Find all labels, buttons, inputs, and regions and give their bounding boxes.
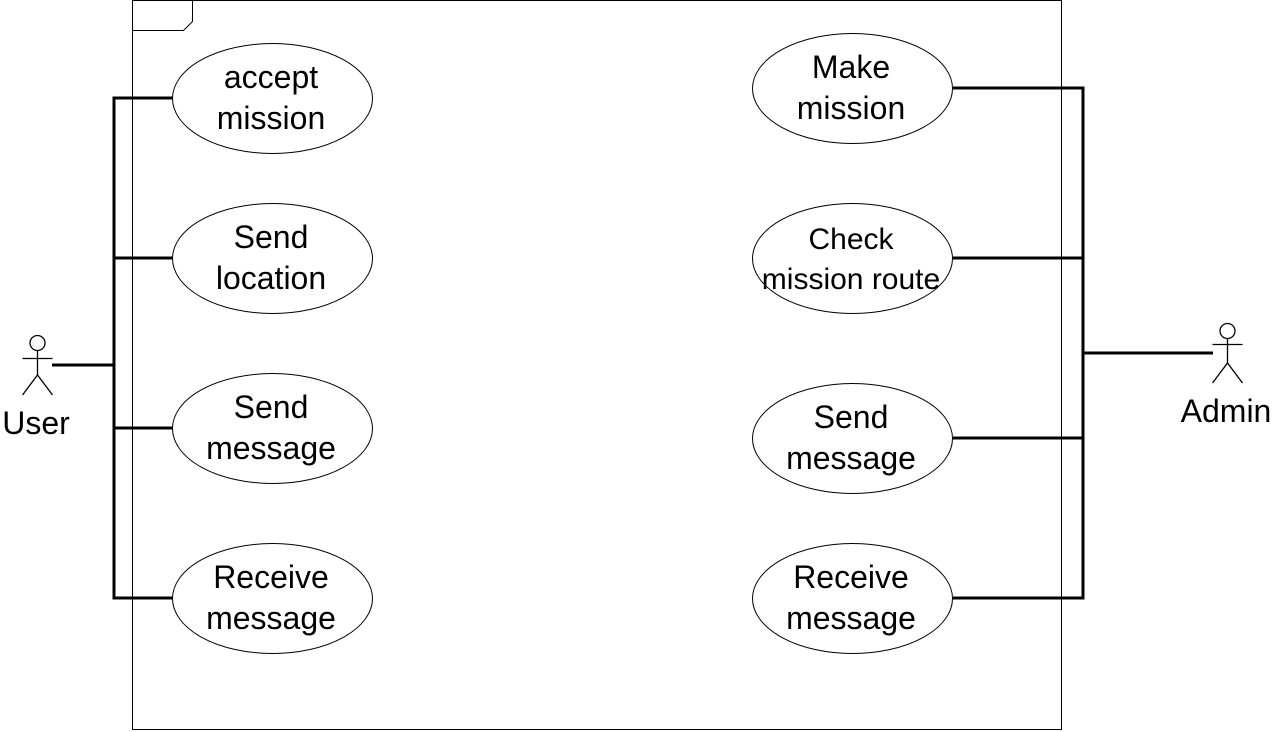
use-case-accept-mission: accept mission: [172, 43, 373, 154]
actor-label-admin: Admin: [1181, 393, 1272, 429]
use-case-admin-receive-message: Receive message: [752, 543, 953, 654]
use-case-label-line2: message: [206, 430, 336, 466]
use-case-label-line1: Send: [234, 219, 309, 255]
use-case-label-line1: Check: [808, 223, 894, 256]
use-case-label-line2: message: [786, 440, 916, 476]
use-case-user-send-message: Send message: [172, 373, 373, 484]
admin-connectors: [953, 86, 1213, 600]
use-case-label-line2: mission: [217, 100, 325, 136]
use-case-admin-send-message: Send message: [752, 383, 953, 494]
use-case-label-line1: Receive: [793, 559, 909, 595]
actor-label-user: User: [2, 405, 70, 441]
admin-actor: Admin: [1181, 322, 1272, 429]
use-case-label-line2: message: [786, 600, 916, 636]
use-case-make-mission: Make mission: [752, 33, 953, 144]
use-case-send-location: Send location: [172, 203, 373, 314]
stick-figure-icon: [1211, 322, 1244, 384]
user-actor: User: [2, 334, 70, 441]
use-case-label-line1: Send: [814, 399, 889, 435]
use-case-label-line2: mission: [797, 90, 905, 126]
use-case-user-receive-message: Receive message: [172, 543, 373, 654]
stick-figure-icon: [21, 334, 54, 396]
use-case-label-line1: Make: [812, 49, 890, 85]
use-case-label-line2: mission route: [762, 263, 940, 296]
use-case-label-line1: Send: [234, 389, 309, 425]
use-case-label-line1: accept: [224, 59, 318, 95]
use-case-label-line2: location: [216, 260, 326, 296]
use-case-check-mission-route: Check mission route: [752, 203, 953, 314]
use-case-label-line1: Receive: [213, 559, 329, 595]
user-connectors: [52, 96, 173, 600]
system-boundary-tab: [132, 0, 193, 31]
use-case-label-line2: message: [206, 600, 336, 636]
